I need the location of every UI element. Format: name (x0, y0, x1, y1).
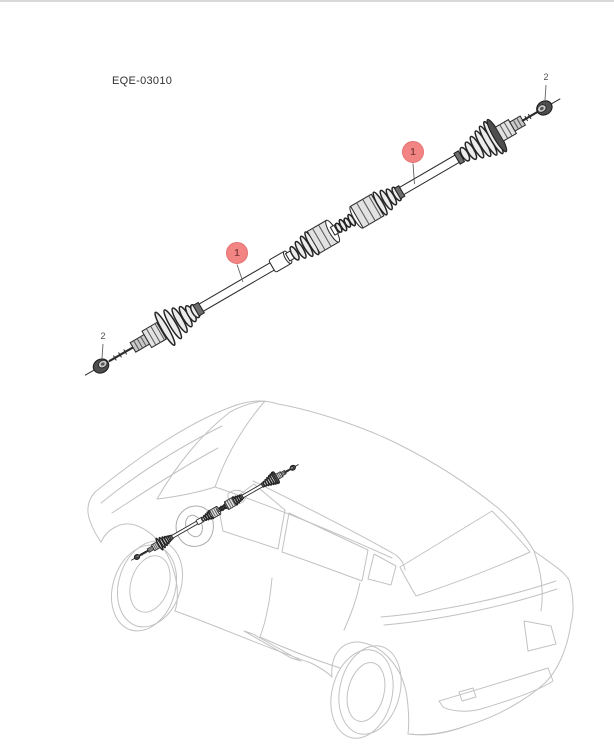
door-bottom (259, 636, 341, 669)
steering-knuckle (175, 505, 214, 547)
diffuser-fin (458, 687, 477, 702)
sill-trim (243, 630, 302, 662)
roof-side-edge (252, 480, 406, 571)
drive-shaft-exploded (74, 81, 571, 393)
drive-shaft-in-vehicle (127, 458, 302, 567)
hood-crease (100, 425, 223, 504)
rear-glass (399, 510, 531, 597)
top-divider (0, 0, 614, 2)
tail-lamp-band (380, 580, 557, 618)
bumper-bottom (407, 725, 467, 736)
callout-leader (236, 264, 244, 283)
tail-lamp-band (383, 588, 558, 626)
rear-wheel-arch (331, 641, 410, 735)
rocker-line (174, 610, 333, 678)
front-wheel-arch (100, 523, 178, 612)
bumper-vent (523, 620, 557, 652)
diffuser (438, 667, 554, 712)
diagram-code: EQE-03010 (112, 75, 173, 87)
vehicle-illustration (87, 400, 574, 739)
body-outline (94, 400, 574, 736)
callout-1-lower[interactable]: 1 (226, 242, 248, 264)
nut-label-2-upper: 2 (543, 72, 549, 82)
rear-wheel (330, 649, 394, 739)
nut-label-2-lower: 2 (100, 331, 106, 341)
callout-1-upper[interactable]: 1 (402, 141, 424, 163)
front-door-window (218, 483, 286, 550)
rear-wheel-rim (346, 662, 386, 722)
windshield (156, 400, 266, 500)
quarter-window (367, 553, 397, 586)
door-seam (343, 582, 361, 631)
nut-label-leader (544, 84, 547, 101)
hood-crease (111, 447, 219, 514)
hatch-edge (533, 550, 543, 612)
door-seam (259, 577, 273, 638)
rear-wheel (338, 645, 402, 735)
front-wheel-rim (129, 555, 171, 613)
callout-leader (412, 163, 415, 185)
front-fascia (87, 491, 102, 543)
nut-label-leader (101, 343, 104, 359)
rear-door-window (281, 512, 369, 582)
